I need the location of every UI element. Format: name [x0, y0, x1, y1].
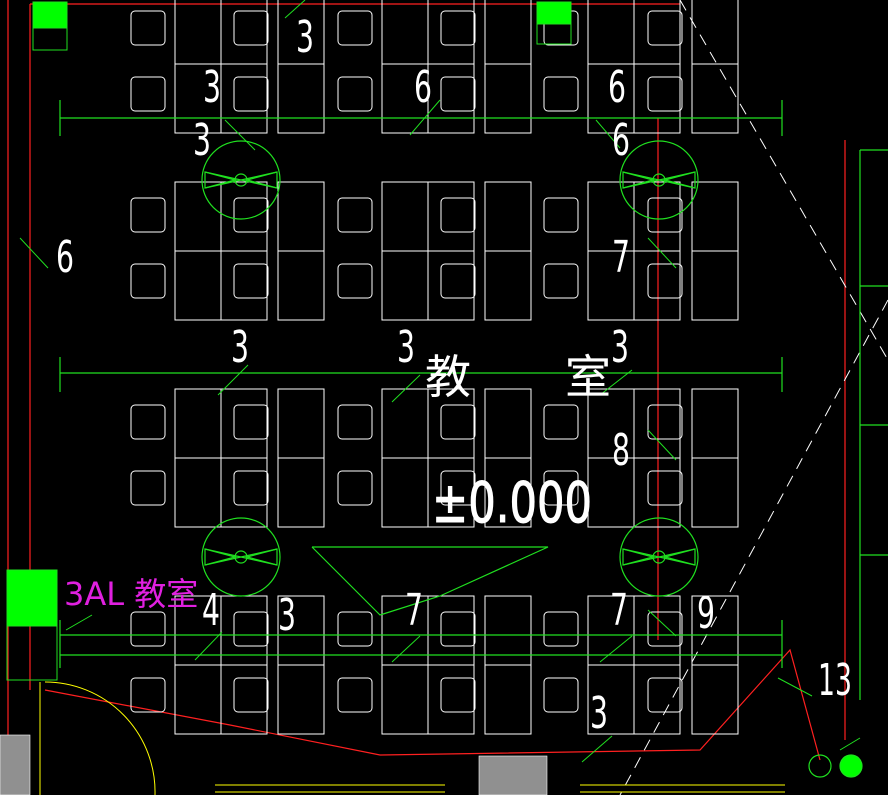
- desk-pair: [440, 0, 532, 134]
- desk-pair: [440, 388, 532, 528]
- desk-pair: [647, 595, 739, 735]
- circuit-number-label: 3: [397, 322, 415, 373]
- circuit-number-label: 6: [414, 62, 432, 113]
- circuit-number-label: 3: [231, 322, 249, 373]
- desk-pair: [233, 181, 325, 321]
- circuit-number-label: 3: [193, 115, 211, 166]
- desk-pair: [647, 388, 739, 528]
- circuit-number-label: 3: [278, 590, 296, 641]
- wall-lines: [7, 0, 846, 795]
- floor-elevation: ±0.000: [432, 471, 592, 536]
- desk-pair: [233, 0, 325, 134]
- desk-pair: [337, 181, 475, 321]
- label-leader-lines: [19, 0, 813, 763]
- desk-pair: [337, 0, 475, 134]
- ceiling-fan: [201, 517, 281, 597]
- circuit-number-label: 7: [610, 585, 628, 636]
- circuit-number-label: 3: [611, 322, 629, 373]
- circuit-number-label: 6: [56, 232, 74, 283]
- circuit-number-label: 7: [405, 585, 423, 636]
- ceiling-fan: [201, 140, 281, 220]
- ceiling-fans: [201, 140, 699, 597]
- structural-columns: [0, 734, 548, 795]
- desk-pair: [130, 0, 268, 134]
- circuit-number-label: 8: [612, 425, 630, 476]
- desk-pair: [130, 388, 268, 528]
- ceiling-fan: [619, 517, 699, 597]
- room-name-char-1: 教: [425, 350, 471, 404]
- circuit-number-label: 6: [612, 115, 630, 166]
- circuit-number-label: 7: [612, 232, 630, 283]
- room-name-char-2: 室: [565, 350, 611, 404]
- desk-pair: [130, 181, 268, 321]
- desk-pair: [543, 181, 681, 321]
- desk-pair: [233, 388, 325, 528]
- distribution-panels: [6, 1, 572, 681]
- circuit-number-label: 3: [296, 12, 314, 63]
- wiring-lines: [59, 100, 888, 700]
- desk-pair: [647, 0, 739, 134]
- desk-grid: [130, 0, 739, 735]
- circuit-number-label: 3: [590, 688, 608, 739]
- desk-pair: [233, 595, 325, 735]
- desk-pair: [543, 0, 681, 134]
- ceiling-fan: [619, 140, 699, 220]
- circuit-number-label: 3: [203, 62, 221, 113]
- bottom-right-fixtures: [808, 737, 863, 778]
- desk-pair: [130, 595, 268, 735]
- circuit-number-label: 13: [818, 655, 852, 706]
- circuit-number-label: 9: [697, 588, 715, 639]
- desk-pair: [440, 595, 532, 735]
- circuit-number-label: 4: [202, 585, 220, 636]
- door-swing-arcs: [39, 681, 785, 795]
- desk-pair: [440, 181, 532, 321]
- panel-label: 3AL 教室: [64, 575, 198, 613]
- desk-pair: [647, 181, 739, 321]
- desk-pair: [543, 388, 681, 528]
- desk-pair: [337, 595, 475, 735]
- circuit-number-label: 6: [608, 62, 626, 113]
